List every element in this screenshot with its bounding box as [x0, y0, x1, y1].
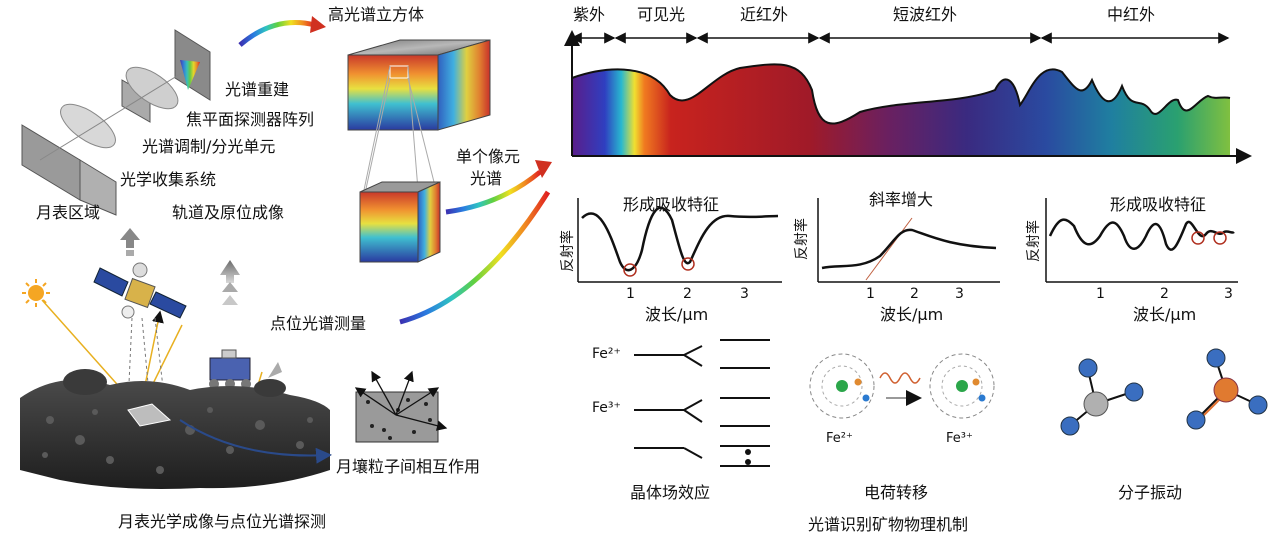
- mini-plot-1-title: 形成吸收特征: [623, 195, 719, 214]
- mini-plot-2-tick-3: 3: [955, 286, 964, 302]
- mini-plot-1-tick-1: 1: [626, 286, 635, 302]
- mini-plot-3-marker-2: [1213, 231, 1227, 245]
- mini-plot-3: 形成吸收特征 反射率 1 2 3 波长/μm: [1025, 195, 1238, 324]
- point-spectral-label: 点位光谱测量: [270, 314, 366, 333]
- hyperspectral-cube: [347, 39, 491, 131]
- particle-interaction-label: 月壤粒子间相互作用: [336, 457, 480, 476]
- lunar-region-label: 月表区域: [36, 203, 100, 222]
- mini-plot-2-slope-line: [865, 217, 913, 281]
- arrow-to-cube: [238, 20, 316, 47]
- mini-plot-3-tick-2: 2: [1160, 286, 1169, 302]
- mini-plot-1-marker-1: [623, 263, 637, 277]
- mini-plot-1-marker-2: [681, 257, 695, 271]
- mini-plot-2-tick-1: 1: [866, 286, 875, 302]
- single-pixel-label-2: 光谱: [470, 169, 502, 188]
- mini-plot-3-curve: [1048, 218, 1235, 251]
- rover-icon: [209, 349, 282, 389]
- mini-plot-3-tick-1: 1: [1096, 286, 1105, 302]
- particle-interaction-box: [354, 370, 448, 443]
- region-swir: 短波红外: [893, 5, 957, 24]
- mini-plot-3-xlabel: 波长/μm: [1133, 305, 1196, 324]
- region-mir: 中红外: [1107, 5, 1155, 24]
- mini-plot-2-title: 斜率增大: [869, 190, 933, 209]
- fe2-ct-label: Fe²⁺: [826, 431, 853, 446]
- up-arrow-left: [120, 228, 140, 256]
- mini-plot-2-xlabel: 波长/μm: [880, 305, 943, 324]
- mini-plot-1: 形成吸收特征 反射率 1 2 3 波长/μm: [559, 195, 782, 324]
- focal-plane-label: 焦平面探测器阵列: [186, 110, 314, 129]
- mini-plot-2-ylabel: 反射率: [793, 218, 810, 260]
- orbit-insitu-label: 轨道及原位成像: [172, 203, 284, 222]
- molecular-vibration-diagram: [1060, 348, 1268, 436]
- arrow-head-to-cube: [310, 16, 326, 33]
- region-visible: 可见光: [637, 5, 685, 24]
- optical-collection-label: 光学收集系统: [120, 170, 216, 189]
- mini-plot-2: 斜率增大 反射率 1 2 3 波长/μm: [793, 190, 1000, 324]
- up-arrow-right: [220, 260, 240, 305]
- optical-system: [21, 29, 211, 216]
- arrow-head-pixel: [535, 160, 552, 178]
- cube-title: 高光谱立方体: [328, 5, 424, 24]
- mini-plot-2-tick-2: 2: [910, 286, 919, 302]
- spectral-modulation-label: 光谱调制/分光单元: [142, 137, 275, 156]
- cube-projection-lines: [363, 65, 439, 199]
- mini-plot-3-marker-1: [1191, 231, 1205, 245]
- mini-plot-1-tick-2: 2: [683, 286, 692, 302]
- fe2-label: Fe²⁺: [592, 346, 621, 362]
- mini-plot-1-tick-3: 3: [740, 286, 749, 302]
- charge-transfer-label: 电荷转移: [864, 483, 928, 502]
- mini-plot-1-curve: [581, 206, 779, 272]
- spectrum-band: [571, 63, 1231, 156]
- single-pixel-label-1: 单个像元: [456, 147, 520, 166]
- fe3-label: Fe³⁺: [592, 400, 621, 416]
- mechanisms-caption: 光谱识别矿物物理机制: [808, 515, 968, 534]
- mini-plot-3-ylabel: 反射率: [1025, 220, 1042, 262]
- region-nir: 近红外: [740, 5, 788, 24]
- spectral-reconstruction-label: 光谱重建: [225, 80, 289, 99]
- pixel-column: [359, 181, 441, 263]
- charge-transfer-diagram: [809, 353, 995, 419]
- mini-plot-3-title: 形成吸收特征: [1110, 195, 1206, 214]
- mini-plot-1-xlabel: 波长/μm: [645, 305, 708, 324]
- region-uv: 紫外: [573, 5, 605, 24]
- lunar-soil-block: [20, 369, 330, 489]
- sun-icon: [22, 279, 50, 307]
- mini-plot-1-ylabel: 反射率: [559, 230, 576, 272]
- mini-plot-2-curve: [821, 228, 997, 270]
- crystal-field-diagram: Fe²⁺ Fe³⁺: [592, 339, 770, 467]
- crystal-field-label: 晶体场效应: [630, 483, 710, 502]
- left-caption: 月表光学成像与点位光谱探测: [118, 512, 326, 531]
- molecular-vibration-label: 分子振动: [1118, 483, 1182, 502]
- arrow-pixel-spectrum: [445, 170, 542, 215]
- satellite-icon: [93, 262, 187, 319]
- spectrum-regions: 紫外 可见光 近红外 短波红外 中红外: [570, 5, 1230, 44]
- mini-plot-3-tick-3: 3: [1224, 286, 1233, 302]
- fe3-ct-label: Fe³⁺: [946, 431, 973, 446]
- soil-interaction-arrow: [179, 419, 332, 464]
- arrow-point-spectral: [399, 190, 551, 325]
